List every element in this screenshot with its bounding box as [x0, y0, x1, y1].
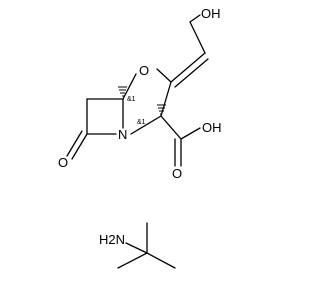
acid-hydroxyl-label: OH — [202, 120, 222, 135]
bond-o1-c2 — [156, 68, 172, 83]
bond-c2-vinyl — [170, 52, 206, 83]
bond-c3-cooh — [160, 115, 182, 140]
hash-bond-c5 — [118, 86, 127, 97]
amine-label: H2N — [99, 232, 125, 247]
chemical-structure: OH O N O OH O &1 &1 H2N — [58, 6, 222, 269]
bond-c2-c3 — [160, 81, 172, 117]
bond-c2-vinyl-double — [174, 58, 209, 88]
ring-nitrogen-label: N — [118, 127, 127, 142]
stereo-label-c3: &1 — [137, 119, 146, 126]
bond-n-c — [125, 242, 148, 254]
bond-cooh-oh — [180, 127, 201, 140]
carbonyl-oxygen-label: O — [58, 155, 68, 170]
clavulanic-acid: OH O N O OH O &1 &1 — [58, 6, 222, 181]
bond-c7-o-carbonyl-double — [66, 130, 83, 157]
bond-c-methyl-left — [117, 252, 148, 269]
bond-ch2-oh — [189, 14, 201, 23]
hash-bond-c3 — [157, 104, 166, 115]
bond-c-methyl-right — [146, 252, 176, 269]
tert-butylamine: H2N — [99, 222, 176, 269]
bond-c5-o1 — [122, 73, 137, 100]
bond-c7-o-carbonyl — [71, 133, 88, 160]
bond-vinyl-ch2 — [189, 21, 206, 54]
bond-c3-n4 — [130, 115, 162, 135]
ring-oxygen-label: O — [139, 63, 149, 78]
acid-carbonyl-oxygen-label: O — [172, 166, 182, 181]
stereo-label-c5: &1 — [127, 96, 136, 103]
hydroxyl-label: OH — [201, 6, 221, 21]
